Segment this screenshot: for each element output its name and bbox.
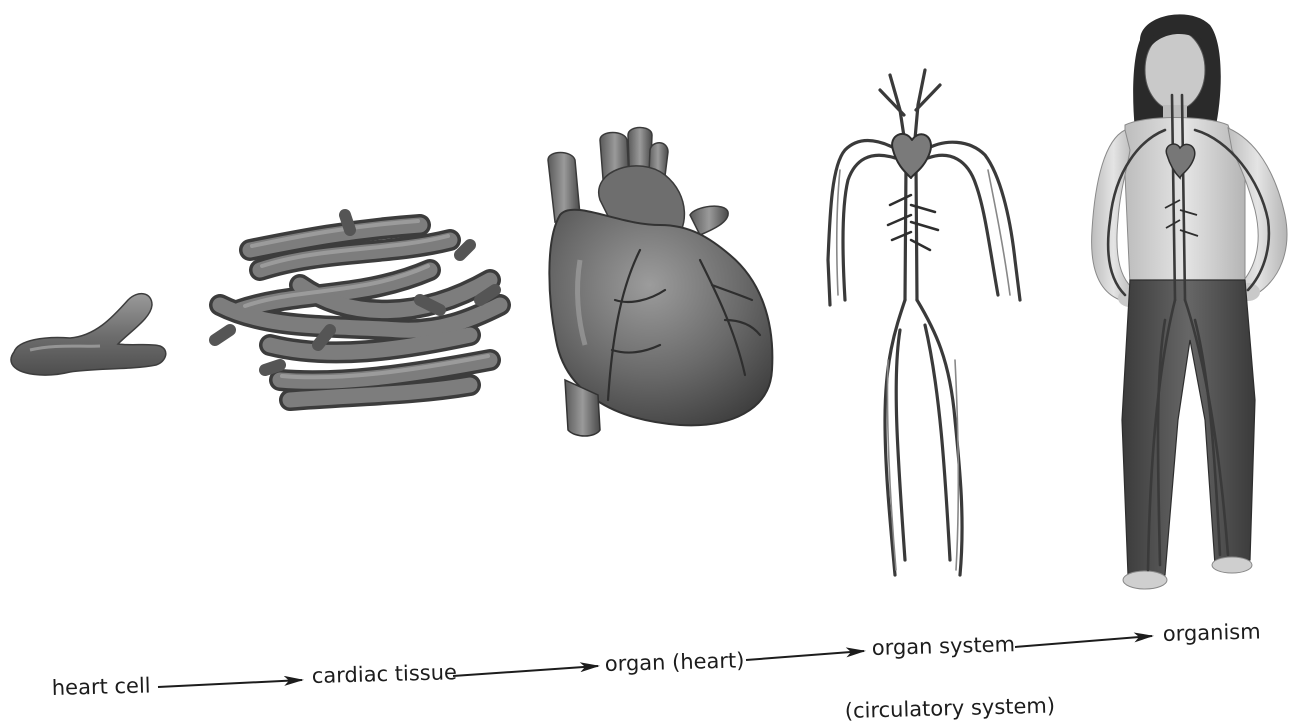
arrow-system-to-organism [1015,636,1152,647]
circulatory-system-illustration [828,70,1020,575]
svg-text:heart cell: heart cell [52,673,151,700]
stage-label-organ-system: organ system [872,632,1016,660]
arrow-organ-to-system [746,651,864,660]
svg-text:cardiac tissue: cardiac tissue [312,660,458,688]
svg-text:(circulatory system): (circulatory system) [845,694,1056,721]
organism-person-illustration [1092,14,1287,589]
arrow-cell-to-tissue [158,680,302,687]
heart-organ-illustration [548,128,772,437]
arrow-tissue-to-organ [453,666,598,676]
svg-text:organ system: organ system [872,632,1016,660]
svg-text:organ (heart): organ (heart) [605,648,745,676]
heart-cell-illustration [11,294,166,375]
stage-label-organism: organism [1163,619,1261,646]
svg-text:organism: organism [1163,619,1261,646]
stage-label-heart-cell: heart cell [52,673,151,700]
stage-label-organ-heart: organ (heart) [605,648,745,676]
cardiac-tissue-illustration [215,215,500,400]
stage-label-cardiac-tissue: cardiac tissue [312,660,458,688]
stage-sublabel-circulatory-system: (circulatory system) [845,694,1056,721]
